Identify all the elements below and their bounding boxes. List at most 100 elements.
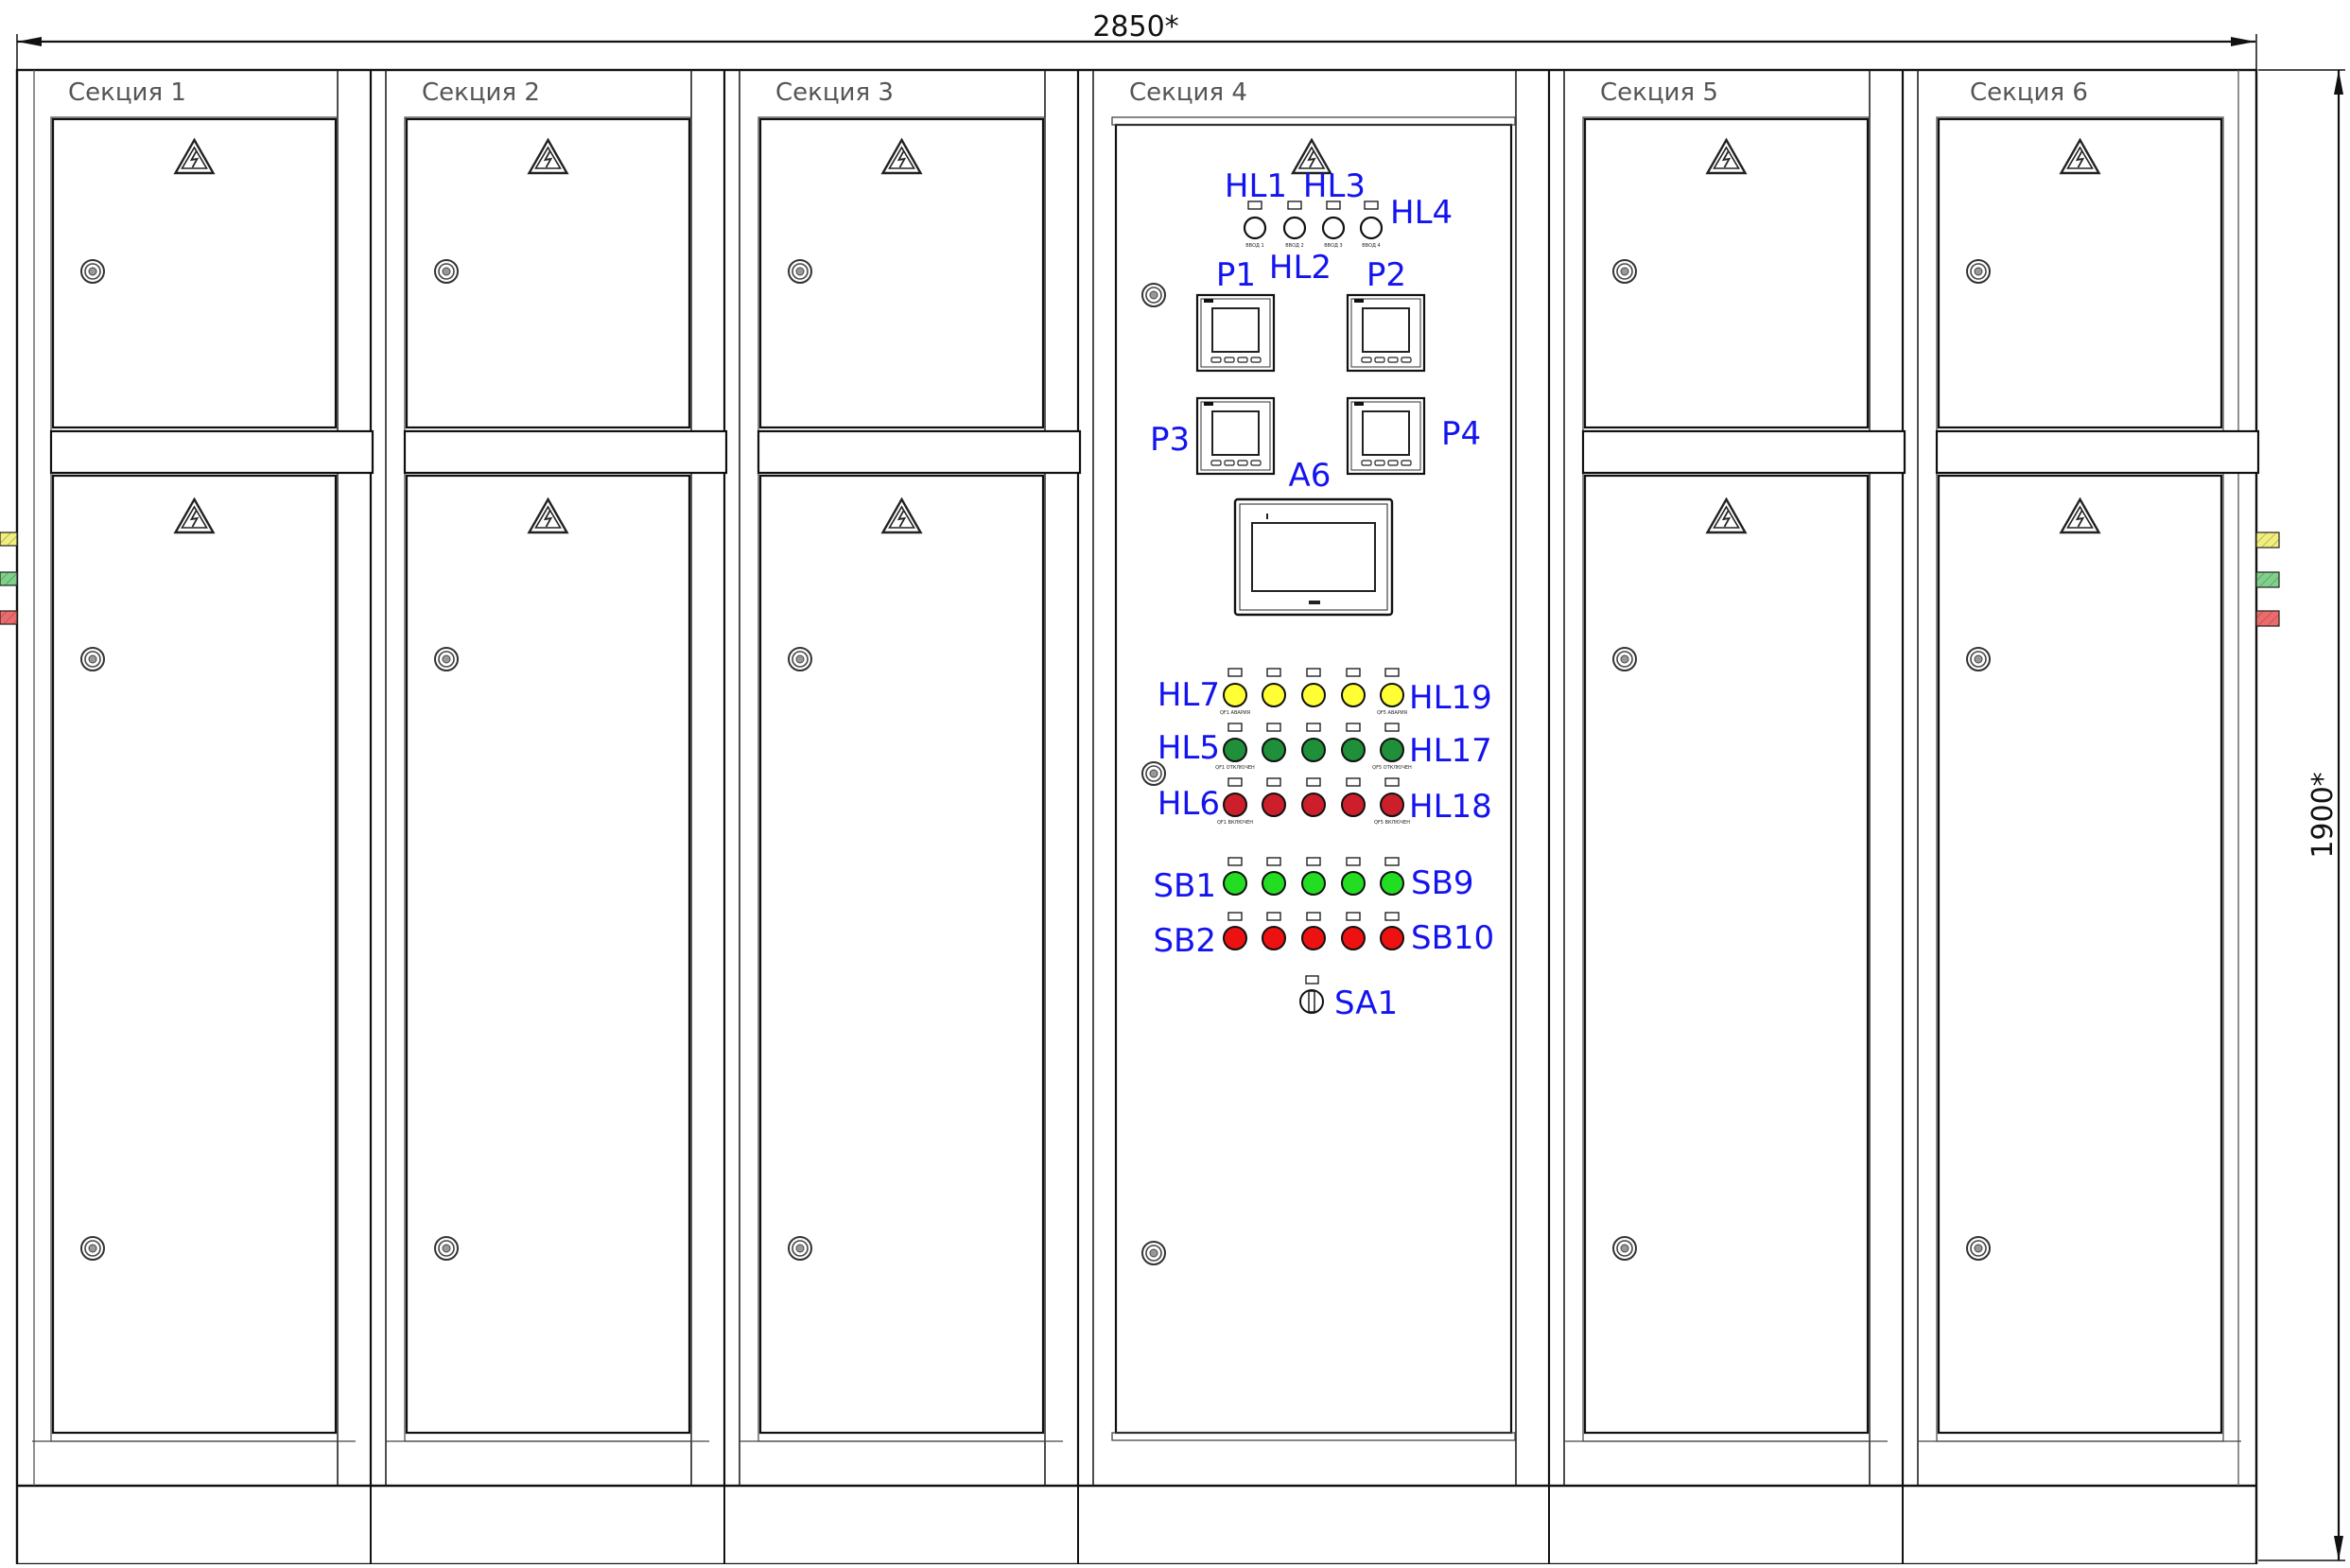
- door-lock-icon[interactable]: [434, 647, 459, 671]
- pushbutton[interactable]: [1341, 871, 1366, 896]
- meter-key[interactable]: [1374, 357, 1385, 363]
- p3-label: P3: [1150, 421, 1190, 459]
- indicator-lamp: [1223, 738, 1247, 762]
- p1-label: P1: [1216, 256, 1256, 294]
- pushbutton[interactable]: [1341, 926, 1366, 950]
- door-lock-icon[interactable]: [1966, 647, 1991, 671]
- meter-display: [1211, 410, 1260, 456]
- door-lock-icon[interactable]: [434, 1236, 459, 1261]
- lamp-caption: ВВОД 1: [1245, 243, 1263, 249]
- hl2-label: HL2: [1269, 249, 1332, 287]
- lamp-caption: ВВОД 2: [1285, 243, 1303, 249]
- door-lock-icon[interactable]: [1141, 283, 1166, 307]
- door-lock-icon[interactable]: [788, 1236, 812, 1261]
- lower-door[interactable]: [758, 474, 1045, 1435]
- lamp-caption: QF1 ВКЛЮЧЕН: [1217, 820, 1253, 826]
- meter-key[interactable]: [1210, 460, 1222, 466]
- p2-label: P2: [1366, 256, 1406, 294]
- door-lock-icon[interactable]: [80, 647, 105, 671]
- hl3-label: HL3: [1303, 167, 1366, 205]
- section-5: [1564, 116, 1906, 1442]
- power-meter: [1346, 396, 1426, 476]
- power-meters: P1 P2 P3 P4: [1150, 256, 1481, 476]
- meter-key[interactable]: [1401, 460, 1412, 466]
- section-titles: Секция 1 Секция 2 Секция 3 Секция 4 Секц…: [68, 78, 2088, 107]
- sections: [32, 70, 2260, 1486]
- door-lock-icon[interactable]: [788, 259, 812, 284]
- indicator-lamp: [1262, 683, 1286, 707]
- selector-switch: SA1: [1299, 975, 1398, 1022]
- lamp-caption: ВВОД 4: [1362, 243, 1380, 249]
- door-lock-icon[interactable]: [1966, 259, 1991, 284]
- indicator-lamp: [1301, 738, 1326, 762]
- lower-door[interactable]: [51, 474, 338, 1435]
- meter-key[interactable]: [1224, 357, 1235, 363]
- meter-key[interactable]: [1401, 357, 1412, 363]
- indicator-lamp: [1262, 793, 1286, 817]
- power-meter: [1195, 293, 1276, 373]
- door-lock-icon[interactable]: [80, 1236, 105, 1261]
- hmi-screen[interactable]: [1251, 522, 1376, 592]
- door-lock-icon[interactable]: [788, 647, 812, 671]
- indicator-lamp: [1380, 738, 1404, 762]
- lamp-caption: ВВОД 3: [1324, 243, 1342, 249]
- section-1: [32, 116, 374, 1442]
- meter-display: [1362, 410, 1410, 456]
- lamp-caption: QF1 АВАРИЯ: [1220, 710, 1250, 716]
- lower-door[interactable]: [1937, 474, 2223, 1435]
- plinth: [370, 1486, 1904, 1564]
- input-indicator-lamp: [1321, 216, 1346, 240]
- button-row-right-label: SB10: [1411, 919, 1494, 957]
- meter-key[interactable]: [1387, 357, 1399, 363]
- lamp-row-left-label: HL6: [1158, 785, 1220, 823]
- meter-key[interactable]: [1250, 460, 1262, 466]
- indicator-lamp: [1380, 793, 1404, 817]
- meter-key[interactable]: [1361, 357, 1372, 363]
- button-row-left-label: SB1: [1153, 867, 1216, 905]
- power-meter: [1195, 396, 1276, 476]
- lower-door[interactable]: [1583, 474, 1870, 1435]
- meter-key[interactable]: [1361, 460, 1372, 466]
- meter-key[interactable]: [1237, 460, 1248, 466]
- door-lock-icon[interactable]: [1612, 1236, 1637, 1261]
- lamp-row-right-label: HL18: [1409, 788, 1492, 826]
- meter-key[interactable]: [1210, 357, 1222, 363]
- door-lock-icon[interactable]: [1141, 1241, 1166, 1265]
- input-indicator-lamp: [1282, 216, 1307, 240]
- pushbutton[interactable]: [1262, 926, 1286, 950]
- meter-key[interactable]: [1374, 460, 1385, 466]
- pushbutton[interactable]: [1380, 926, 1404, 950]
- pushbutton[interactable]: [1262, 871, 1286, 896]
- meter-key[interactable]: [1387, 460, 1399, 466]
- door-lock-icon[interactable]: [434, 259, 459, 284]
- pushbutton[interactable]: [1223, 871, 1247, 896]
- meter-key[interactable]: [1237, 357, 1248, 363]
- lamp-row-right-label: HL17: [1409, 732, 1492, 770]
- indicator-lamp: [1262, 738, 1286, 762]
- hmi-touch-panel: A6: [1233, 457, 1394, 617]
- section-6: [1918, 116, 2260, 1442]
- door-lock-icon[interactable]: [1612, 259, 1637, 284]
- indicator-lamp: [1301, 683, 1326, 707]
- meter-key[interactable]: [1224, 460, 1235, 466]
- pushbutton[interactable]: [1223, 926, 1247, 950]
- pushbutton[interactable]: [1380, 871, 1404, 896]
- a6-label: A6: [1289, 457, 1332, 495]
- hl1-label: HL1: [1225, 167, 1287, 205]
- meter-key[interactable]: [1250, 357, 1262, 363]
- pushbutton[interactable]: [1301, 871, 1326, 896]
- lamp-caption: QF1 ОТКЛЮЧЕН: [1215, 765, 1255, 771]
- power-meter: [1346, 293, 1426, 373]
- indicator-lamp: [1223, 793, 1247, 817]
- door-lock-icon[interactable]: [80, 259, 105, 284]
- door-lock-icon[interactable]: [1966, 1236, 1991, 1261]
- width-dimension-label: 2850*: [1092, 10, 1178, 44]
- door-lock-icon[interactable]: [1612, 647, 1637, 671]
- section-2: [386, 116, 728, 1442]
- lamp-caption: QF5 ОТКЛЮЧЕН: [1372, 765, 1412, 771]
- pushbutton[interactable]: [1301, 926, 1326, 950]
- lower-door[interactable]: [405, 474, 691, 1435]
